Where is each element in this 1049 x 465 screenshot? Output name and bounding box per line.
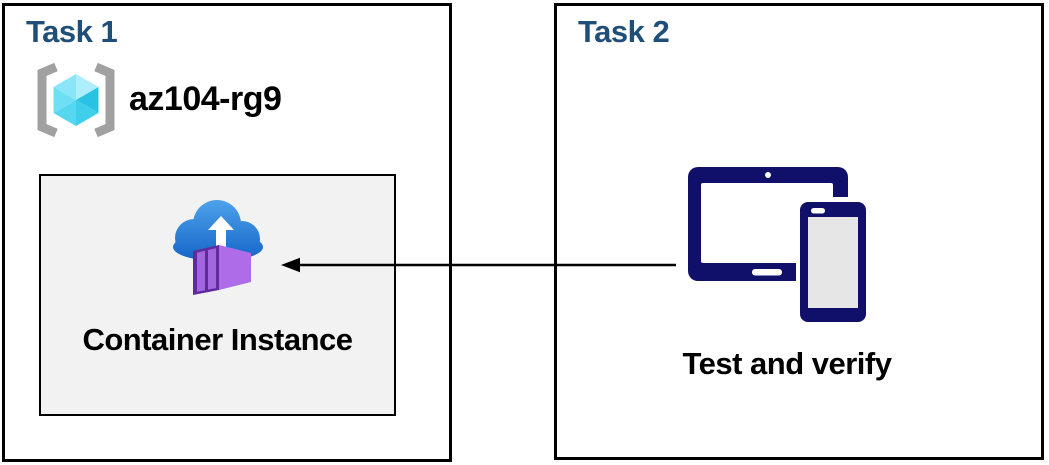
arrow-left-icon	[281, 257, 676, 273]
task2-title: Task 2	[578, 14, 670, 49]
bracket-right	[94, 62, 115, 138]
resource-group-icon	[37, 62, 115, 138]
phone-glyph	[796, 197, 870, 327]
task2-box: Task 2 Test and verify	[554, 3, 1044, 460]
upload-arrow-icon	[208, 216, 234, 252]
resource-group-name: az104-rg9	[129, 80, 282, 118]
phone-speaker-slot	[811, 208, 825, 214]
test-verify-label: Test and verify	[682, 346, 892, 381]
container-instance-icon	[173, 200, 263, 295]
container-instance-box: Container Instance	[39, 174, 396, 416]
bracket-left	[37, 62, 58, 138]
tablet-camera-dot	[765, 172, 771, 178]
container-cube	[193, 245, 251, 295]
container-instance-label: Container Instance	[82, 322, 353, 357]
tablet-phone-icon	[688, 167, 870, 327]
cube-glyph	[53, 74, 99, 126]
task1-box: Task 1 az104-rg9	[2, 3, 452, 462]
tablet-home-bar	[752, 269, 782, 276]
task1-title: Task 1	[26, 14, 118, 49]
